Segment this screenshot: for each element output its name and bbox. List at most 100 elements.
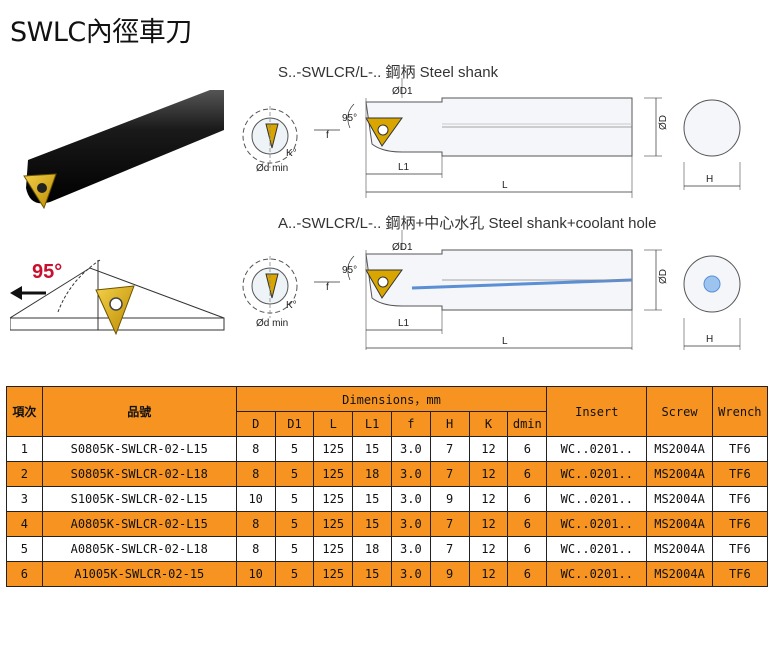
end-view-bottom <box>683 255 741 350</box>
cell-insert: WC..0201.. <box>546 461 648 487</box>
header-dimensions: Dimensions，mm <box>235 386 548 412</box>
cell-part: S0805K-SWLCR-02-L15 <box>41 436 237 462</box>
cell-d1: 5 <box>274 436 315 462</box>
cell-part: S0805K-SWLCR-02-L18 <box>41 461 237 487</box>
cell-screw: MS2004A <box>646 536 713 562</box>
section-view-top <box>242 106 298 168</box>
cell-d1: 5 <box>274 486 315 512</box>
side-view-bottom <box>314 230 662 350</box>
cell-l1: 15 <box>352 486 392 512</box>
header-k: K <box>468 411 509 437</box>
l1-label-top: L1 <box>398 162 410 173</box>
cell-f: 3.0 <box>390 461 431 487</box>
cell-f: 3.0 <box>390 486 431 512</box>
cell-part: A0805K-SWLCR-02-L15 <box>41 511 237 537</box>
header-f: f <box>390 411 431 437</box>
cell-item: 3 <box>6 486 43 512</box>
top-caption: S..-SWLCR/L-.. 鋼柄 Steel shank <box>278 64 499 81</box>
dmin-label-bottom: Ød min <box>256 318 288 329</box>
cell-d: 8 <box>235 511 276 537</box>
cell-k: 12 <box>468 486 509 512</box>
k-label-top: K° <box>286 148 297 159</box>
d1-label-top: ØD1 <box>392 86 413 97</box>
cell-l1: 15 <box>352 436 392 462</box>
cell-l: 125 <box>313 511 354 537</box>
cell-item: 1 <box>6 436 43 462</box>
header-item: 項次 <box>6 386 43 437</box>
header-screw: Screw <box>646 386 713 437</box>
l-label-bottom: L <box>502 336 508 347</box>
cell-wrench: TF6 <box>711 511 769 537</box>
cell-k: 12 <box>468 536 509 562</box>
cell-dmin: 6 <box>507 486 548 512</box>
cell-d1: 5 <box>274 511 315 537</box>
cell-l: 125 <box>313 486 354 512</box>
cell-item: 5 <box>6 536 43 562</box>
cell-dmin: 6 <box>507 561 548 587</box>
cell-d1: 5 <box>274 561 315 587</box>
cell-l: 125 <box>313 436 354 462</box>
cell-insert: WC..0201.. <box>546 486 648 512</box>
cell-l1: 18 <box>352 536 392 562</box>
boring-bar-shape <box>26 90 224 204</box>
d-label-top: ØD <box>658 115 669 130</box>
cell-f: 3.0 <box>390 436 431 462</box>
feed-arrow-icon <box>10 286 46 300</box>
cell-screw: MS2004A <box>646 436 713 462</box>
cell-screw: MS2004A <box>646 461 713 487</box>
section-view-bottom <box>242 256 298 318</box>
cell-d1: 5 <box>274 536 315 562</box>
header-dmin: dmin <box>507 411 548 437</box>
photo-angle-label: 95° <box>32 261 62 283</box>
cell-h: 7 <box>429 511 470 537</box>
cell-l1: 15 <box>352 511 392 537</box>
f-label-top: f <box>326 130 329 141</box>
cell-screw: MS2004A <box>646 511 713 537</box>
cell-d: 8 <box>235 536 276 562</box>
cell-f: 3.0 <box>390 536 431 562</box>
cell-k: 12 <box>468 436 509 462</box>
cell-wrench: TF6 <box>711 561 769 587</box>
cell-item: 2 <box>6 461 43 487</box>
cell-h: 7 <box>429 436 470 462</box>
cell-wrench: TF6 <box>711 436 769 462</box>
end-view-top <box>683 99 741 190</box>
cell-d: 10 <box>235 561 276 587</box>
cell-part: S1005K-SWLCR-02-L15 <box>41 486 237 512</box>
insert-icon <box>95 285 135 336</box>
cell-insert: WC..0201.. <box>546 511 648 537</box>
cell-h: 7 <box>429 461 470 487</box>
cell-h: 9 <box>429 486 470 512</box>
d-label-bottom: ØD <box>658 269 669 284</box>
cell-wrench: TF6 <box>711 486 769 512</box>
cell-insert: WC..0201.. <box>546 561 648 587</box>
cell-l: 125 <box>313 561 354 587</box>
bottom-caption: A..-SWLCR/L-.. 鋼柄+中心水孔 Steel shank+coola… <box>278 215 656 232</box>
cell-item: 6 <box>6 561 43 587</box>
cell-l1: 18 <box>352 461 392 487</box>
cell-dmin: 6 <box>507 436 548 462</box>
cell-l1: 15 <box>352 561 392 587</box>
cell-h: 9 <box>429 561 470 587</box>
cell-screw: MS2004A <box>646 486 713 512</box>
header-d: D <box>235 411 276 437</box>
cell-h: 7 <box>429 536 470 562</box>
header-l1: L1 <box>352 411 392 437</box>
h-label-bottom: H <box>706 334 713 345</box>
dmin-label-top: Ød min <box>256 163 288 174</box>
spec-table: 項次 品號 Dimensions，mm Insert Screw Wrench … <box>6 386 769 587</box>
page-title: SWLC內徑車刀 <box>10 17 192 48</box>
product-photo: 95° <box>10 90 225 336</box>
cell-dmin: 6 <box>507 511 548 537</box>
header-l: L <box>313 411 354 437</box>
f-label-bottom: f <box>326 282 329 293</box>
h-label-top: H <box>706 174 713 185</box>
cell-l: 125 <box>313 536 354 562</box>
cell-dmin: 6 <box>507 461 548 487</box>
cell-k: 12 <box>468 461 509 487</box>
cell-item: 4 <box>6 511 43 537</box>
